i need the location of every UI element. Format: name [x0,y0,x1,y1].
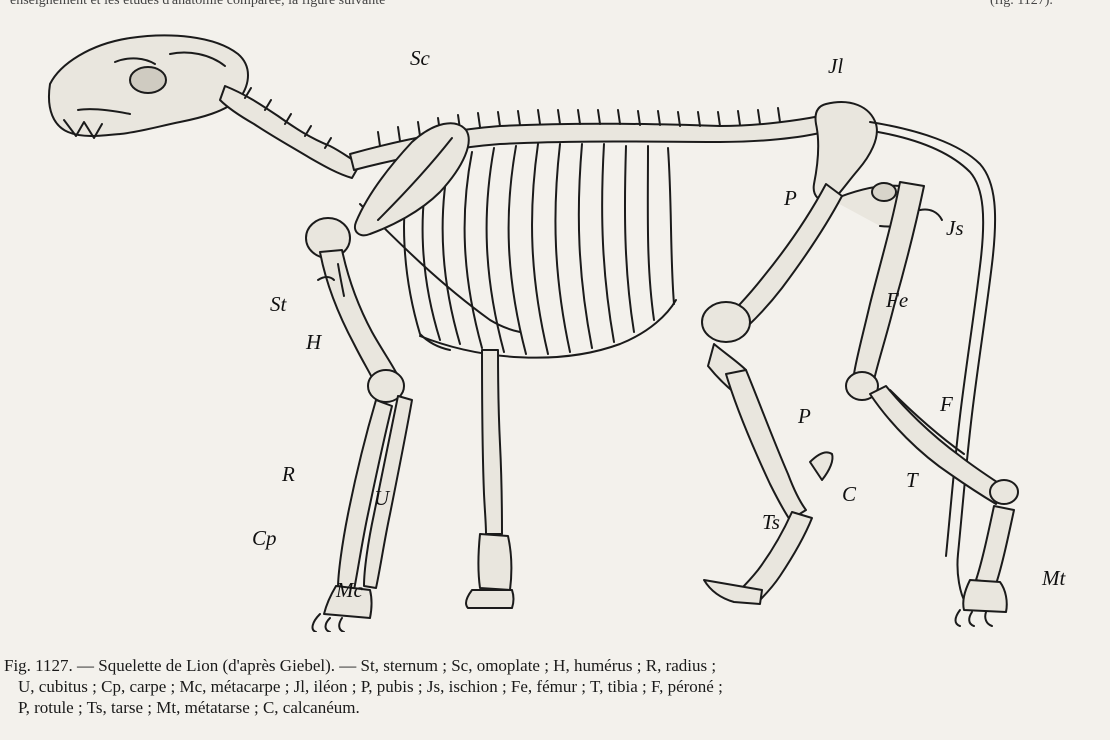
caption-line-3: P, rotule ; Ts, tarse ; Mt, métatarse ; … [4,697,1104,718]
label-cp: Cp [252,526,277,551]
hind-leg-far [702,184,842,604]
caption-line-1: Fig. 1127. — Squelette de Lion (d'après … [4,655,1104,676]
label-c: C [842,482,856,507]
label-t: T [906,468,918,493]
label-ts: Ts [762,510,780,535]
label-f: F [940,392,953,417]
label-p-pubis: P [784,186,797,211]
label-st: St [270,292,286,317]
label-sc: Sc [410,46,430,71]
label-r: R [282,462,295,487]
front-leg-near [306,218,412,632]
lion-skeleton-figure: Sc Jl P Js St H Fe P F R U C T Cp Ts Mc … [20,14,1100,632]
label-fe: Fe [886,288,908,313]
label-jl: Jl [828,54,843,79]
previous-text-line: enseignement et les études d'anatomie co… [0,0,1110,14]
label-p-rotule: P [798,404,811,429]
neck-vertebrae [220,86,360,178]
figure-caption: Fig. 1127. — Squelette de Lion (d'après … [4,655,1104,718]
label-u: U [374,486,389,511]
front-leg-far [466,350,514,608]
previous-text-right: (fig. 1127). [990,0,1053,8]
lion-skeleton-illustration [20,14,1100,632]
label-mt: Mt [1042,566,1065,591]
label-js: Js [946,216,964,241]
label-h: H [306,330,321,355]
skull [49,35,248,138]
label-mc: Mc [336,578,363,603]
caption-line-2: U, cubitus ; Cp, carpe ; Mc, métacarpe ;… [4,676,1104,697]
previous-text-left: enseignement et les études d'anatomie co… [10,0,385,8]
hind-leg-near [846,182,1018,626]
